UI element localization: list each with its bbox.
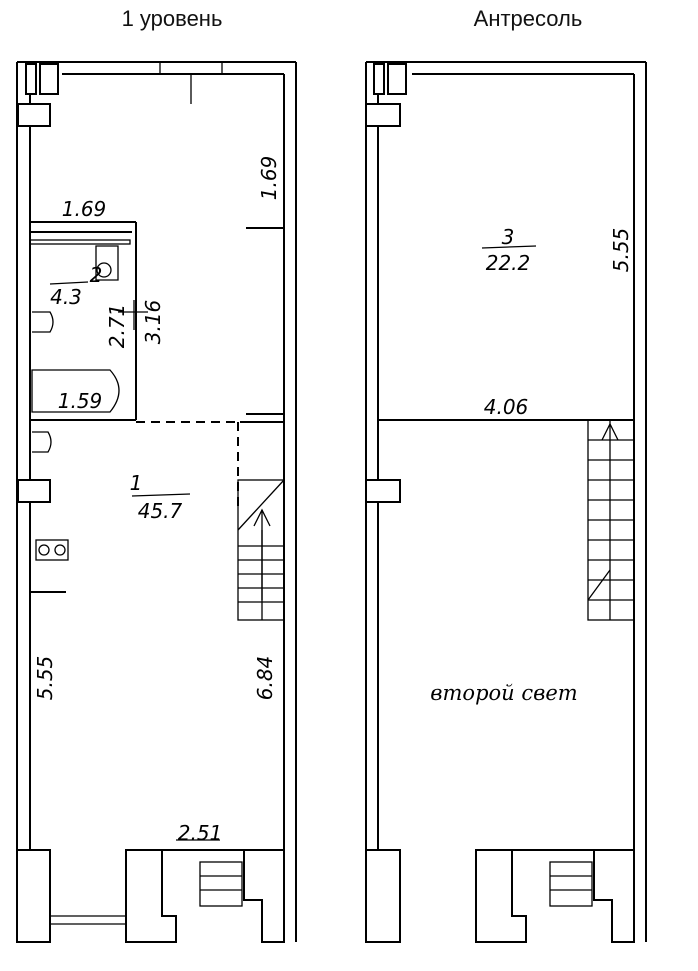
- bathtub-icon: [31, 369, 120, 413]
- level-1-title: 1 уровень: [121, 6, 223, 31]
- dim-bath-width: 1.59: [58, 389, 103, 413]
- stair-line: [587, 569, 611, 601]
- dim-bathroom-height-b: 3.16: [141, 300, 165, 345]
- dim-left-vertical: 5.55: [33, 656, 57, 701]
- pier: [125, 849, 177, 943]
- room-2-area: 4.3: [50, 285, 82, 309]
- room-label-underline: [49, 281, 89, 285]
- dim-bottom-width: 2.51: [178, 821, 223, 845]
- dim-mezzanine-vertical: 5.55: [609, 228, 633, 273]
- entry-steps: [199, 861, 243, 907]
- shelf: [29, 239, 131, 245]
- corner-block: [373, 63, 385, 95]
- dim-bathroom-top-width: 1.69: [62, 197, 107, 221]
- staircase: [587, 419, 635, 621]
- second-light-note: второй свет: [430, 681, 577, 705]
- column: [365, 479, 401, 503]
- pier: [365, 849, 401, 943]
- room-label-underline: [131, 493, 191, 497]
- pier: [475, 849, 527, 943]
- burner-icon: [54, 544, 66, 556]
- room-label-underline: [481, 245, 537, 249]
- room-3-number: 3: [502, 225, 515, 249]
- toilet-icon: [96, 262, 112, 278]
- sink-icon: [32, 311, 54, 333]
- room-2-number: 2: [90, 263, 103, 287]
- mezzanine-title: Антресоль: [473, 6, 583, 31]
- pier: [593, 849, 635, 943]
- hob-icon: [35, 539, 69, 561]
- dim-top-right-vertical: 1.69: [257, 156, 281, 201]
- arrow-up-icon: [253, 508, 271, 527]
- top-window: [159, 61, 223, 75]
- column: [365, 103, 401, 127]
- pier: [16, 849, 51, 943]
- bathroom: [29, 221, 148, 421]
- column: [17, 103, 51, 127]
- level-1-plan: 2 4.3 1 45.7 1.69 1.59 2.51 1.69 2.71 3.…: [16, 61, 297, 943]
- room-1-area: 45.7: [138, 499, 183, 523]
- entry-steps: [549, 861, 593, 907]
- staircase: [237, 479, 285, 621]
- corner-block: [25, 63, 37, 95]
- column: [17, 479, 51, 503]
- mezzanine-plan: 3 22.2 4.06 5.55 второй свет: [365, 61, 647, 943]
- stair-outline: [237, 479, 285, 621]
- room-3-area: 22.2: [486, 251, 531, 275]
- corner-block: [39, 63, 59, 95]
- stair-line: [237, 479, 285, 531]
- dim-bathroom-height-a: 2.71: [105, 304, 129, 349]
- corner-block: [387, 63, 407, 95]
- arrow-up-icon: [601, 422, 619, 441]
- sink-icon: [32, 431, 52, 453]
- burner-icon: [38, 544, 50, 556]
- toilet-tank: [95, 245, 119, 281]
- pier: [243, 849, 285, 943]
- dim-mezzanine-width: 4.06: [484, 395, 529, 419]
- room-1-number: 1: [130, 471, 143, 495]
- dim-right-vertical: 6.84: [253, 656, 277, 701]
